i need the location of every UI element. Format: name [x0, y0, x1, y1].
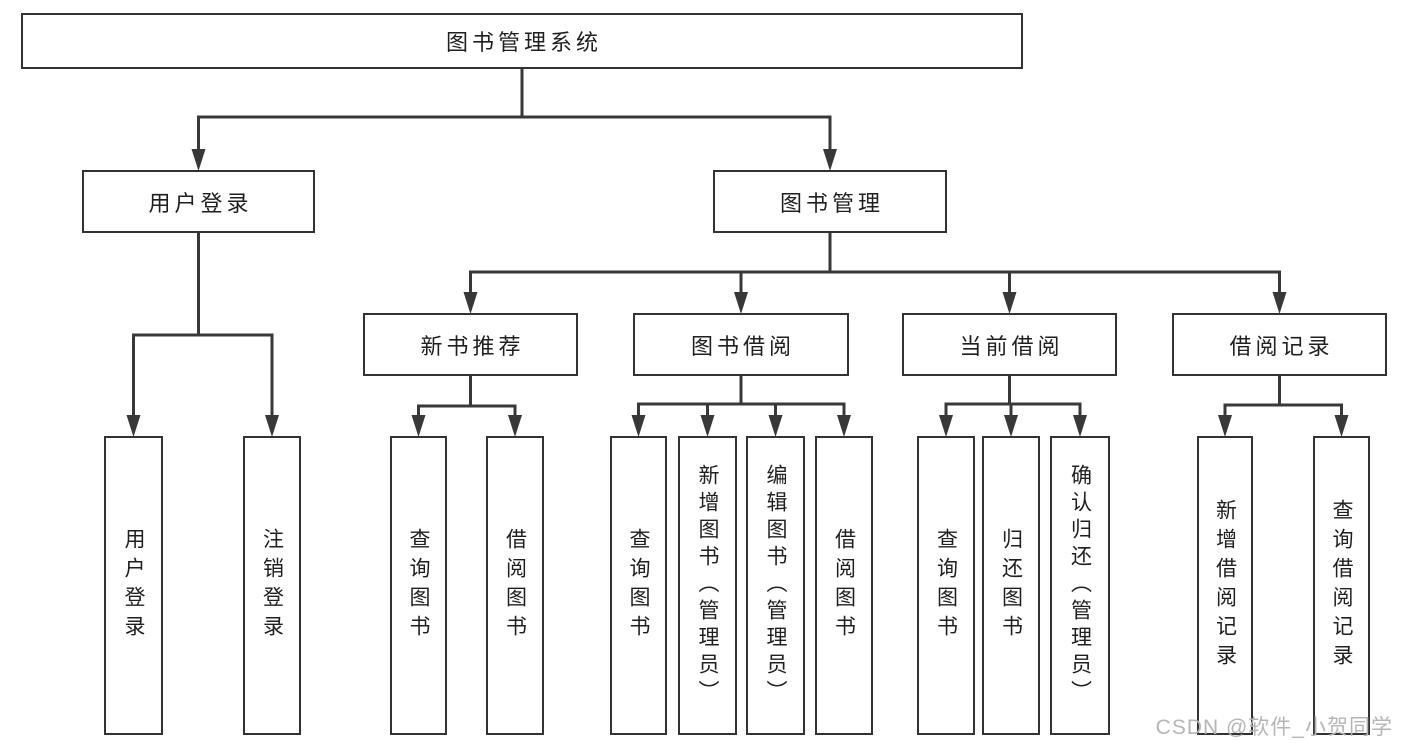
arrow-down-icon — [411, 415, 426, 437]
node-label: 借阅图书 — [503, 527, 527, 644]
node-leaf-query-book-1: 查询图书 — [390, 436, 447, 735]
node-label: 图书管理 — [779, 190, 884, 216]
arrow-down-icon — [768, 415, 783, 437]
node-label: 新书推荐 — [420, 333, 525, 359]
node-leaf-add-borrow-record: 新增借阅记录 — [1197, 436, 1253, 735]
node-leaf-query-book-2: 查询图书 — [610, 436, 667, 735]
node-label: 查询图书 — [407, 527, 430, 644]
arrow-down-icon — [463, 292, 478, 314]
arrow-down-icon — [837, 415, 851, 437]
node-leaf-return-book: 归还图书 — [982, 436, 1040, 735]
node-label: 注销登录 — [260, 527, 284, 644]
arrow-down-icon — [1272, 292, 1287, 314]
node-leaf-logout: 注销登录 — [243, 436, 301, 735]
arrow-down-icon — [1004, 415, 1018, 437]
node-label: 借阅图书 — [832, 527, 856, 644]
node-leaf-borrow-book-1: 借阅图书 — [486, 436, 544, 735]
arrow-down-icon — [700, 415, 715, 437]
node-book-borrow: 图书借阅 — [633, 313, 849, 376]
node-label: 查询借阅记录 — [1330, 498, 1353, 673]
node-leaf-add-book: 新增图书（管理员） — [678, 436, 737, 735]
node-label: 确认归还（管理员） — [1068, 464, 1092, 707]
node-borrow-records: 借阅记录 — [1172, 313, 1387, 376]
arrow-down-icon — [191, 149, 206, 171]
arrow-down-icon — [265, 415, 279, 437]
arrow-down-icon — [631, 415, 646, 437]
node-label: 图书管理系统 — [445, 30, 602, 55]
node-label: 用户登录 — [122, 527, 145, 644]
arrow-down-icon — [1073, 415, 1087, 437]
node-label: 新增借阅记录 — [1213, 498, 1237, 673]
node-label: 编辑图书（管理员） — [764, 464, 787, 707]
node-label: 用户登录 — [148, 190, 253, 216]
arrow-down-icon — [126, 415, 141, 437]
arrow-down-icon — [1334, 415, 1349, 437]
node-leaf-user-login: 用户登录 — [104, 436, 163, 735]
node-leaf-confirm-return: 确认归还（管理员） — [1050, 436, 1110, 735]
node-leaf-borrow-book-2: 借阅图书 — [815, 436, 873, 735]
node-label: 借阅记录 — [1229, 333, 1334, 359]
node-root: 图书管理系统 — [21, 13, 1023, 69]
node-label: 图书借阅 — [690, 333, 795, 359]
node-leaf-edit-book: 编辑图书（管理员） — [746, 436, 805, 735]
watermark: CSDN @软件_小贺同学 — [1155, 716, 1393, 739]
arrow-down-icon — [939, 415, 953, 437]
arrow-down-icon — [1002, 292, 1017, 314]
arrow-down-icon — [508, 415, 522, 437]
node-current-borrow: 当前借阅 — [902, 313, 1117, 376]
node-label: 新增图书（管理员） — [696, 464, 719, 707]
node-user-login: 用户登录 — [82, 170, 315, 233]
arrow-down-icon — [823, 149, 837, 171]
node-new-book-rec: 新书推荐 — [363, 313, 578, 376]
node-label: 查询图书 — [627, 527, 650, 644]
node-label: 归还图书 — [999, 527, 1023, 644]
node-label: 查询图书 — [934, 527, 958, 644]
node-leaf-query-book-3: 查询图书 — [917, 436, 975, 735]
arrow-down-icon — [734, 292, 748, 314]
node-book-mgmt: 图书管理 — [713, 170, 947, 233]
node-leaf-query-borrow-record: 查询借阅记录 — [1313, 436, 1370, 735]
node-label: 当前借阅 — [959, 333, 1064, 359]
arrow-down-icon — [1218, 415, 1232, 437]
